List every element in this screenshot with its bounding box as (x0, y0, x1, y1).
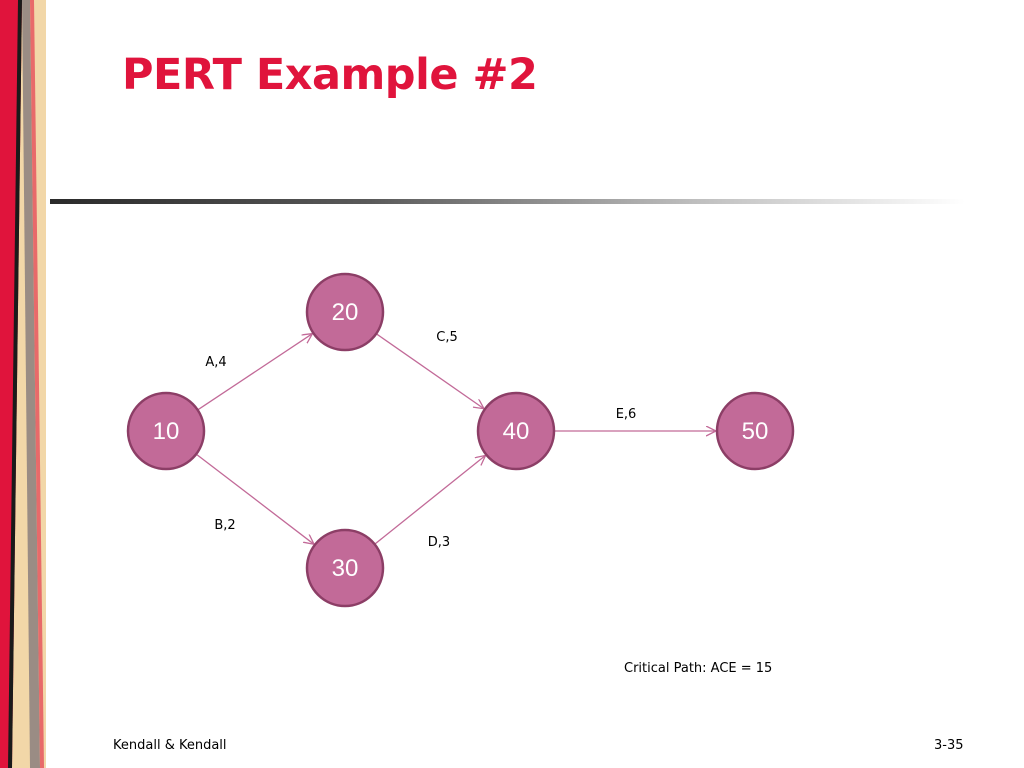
critical-path-note: Critical Path: ACE = 15 (624, 661, 773, 676)
node-label-40: 40 (503, 418, 530, 445)
node-label-30: 30 (332, 555, 359, 582)
edges-layer: A,4B,2 C,5D,3 E,6 (195, 330, 716, 550)
node-label-20: 20 (332, 299, 359, 326)
footer-author: Kendall & Kendall (113, 738, 227, 753)
node-circle-40 (476, 391, 556, 471)
edge-arrow-20-40 (375, 333, 484, 409)
edge-label-10-30: B,2 (214, 518, 235, 533)
decorative-side-band (0, 0, 46, 768)
title-divider (50, 199, 965, 204)
edge-label-10-20: A,4 (205, 355, 226, 370)
node-circle-30 (305, 528, 385, 608)
page-title: PERT Example #2 (122, 50, 538, 100)
edge-label-40-50: E,6 (616, 407, 637, 422)
edge-arrow-30-40 (374, 455, 486, 545)
edge-label-20-40: C,5 (436, 330, 457, 345)
edge-arrow-10-20 (197, 334, 313, 411)
edge-arrow-10-30 (195, 453, 314, 544)
node-label-50: 50 (742, 418, 769, 445)
edge-label-30-40: D,3 (428, 535, 450, 550)
node-circle-10 (126, 391, 206, 471)
page-number: 3-35 (934, 738, 964, 753)
node-label-10: 10 (153, 418, 180, 445)
node-circle-50 (715, 391, 795, 471)
node-circle-20 (305, 272, 385, 352)
nodes-layer: 10 20 30 40 50 (126, 272, 795, 608)
